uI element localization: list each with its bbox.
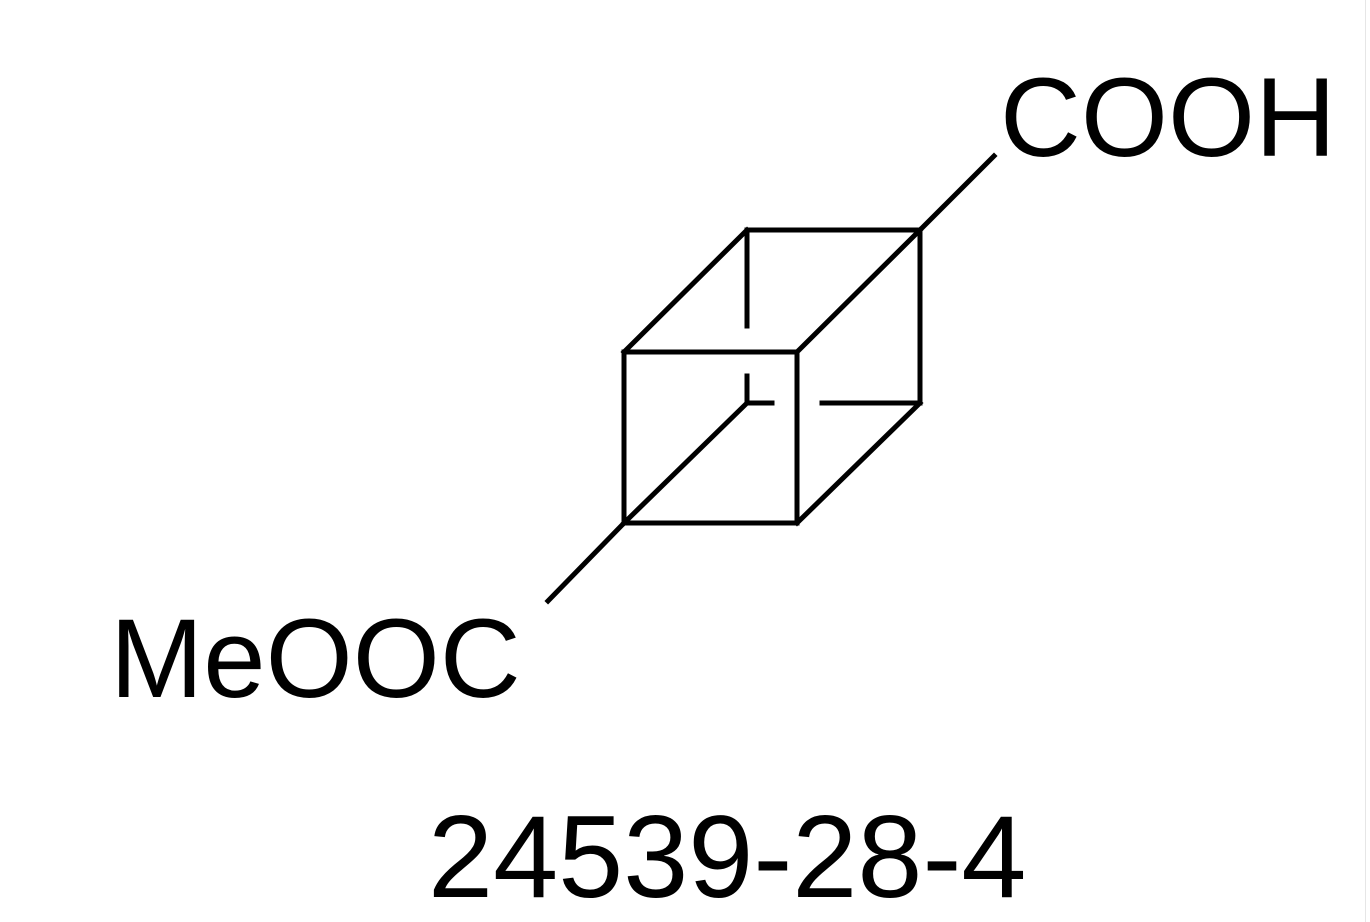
cas-number-caption: 24539-28-4 — [428, 791, 1027, 922]
right-border-line — [1365, 0, 1366, 922]
bond-connect-top-left — [620, 226, 751, 356]
bond-connect-bottom-left — [620, 399, 751, 527]
bond-connect-bottom-right — [793, 399, 924, 527]
cooh-group-label: COOH — [1000, 55, 1336, 180]
bond-to-meooc — [544, 519, 628, 605]
bond-to-cooh — [916, 152, 998, 234]
meooc-group-label: MeOOC — [110, 596, 521, 721]
bond-connect-top-right — [793, 226, 924, 356]
